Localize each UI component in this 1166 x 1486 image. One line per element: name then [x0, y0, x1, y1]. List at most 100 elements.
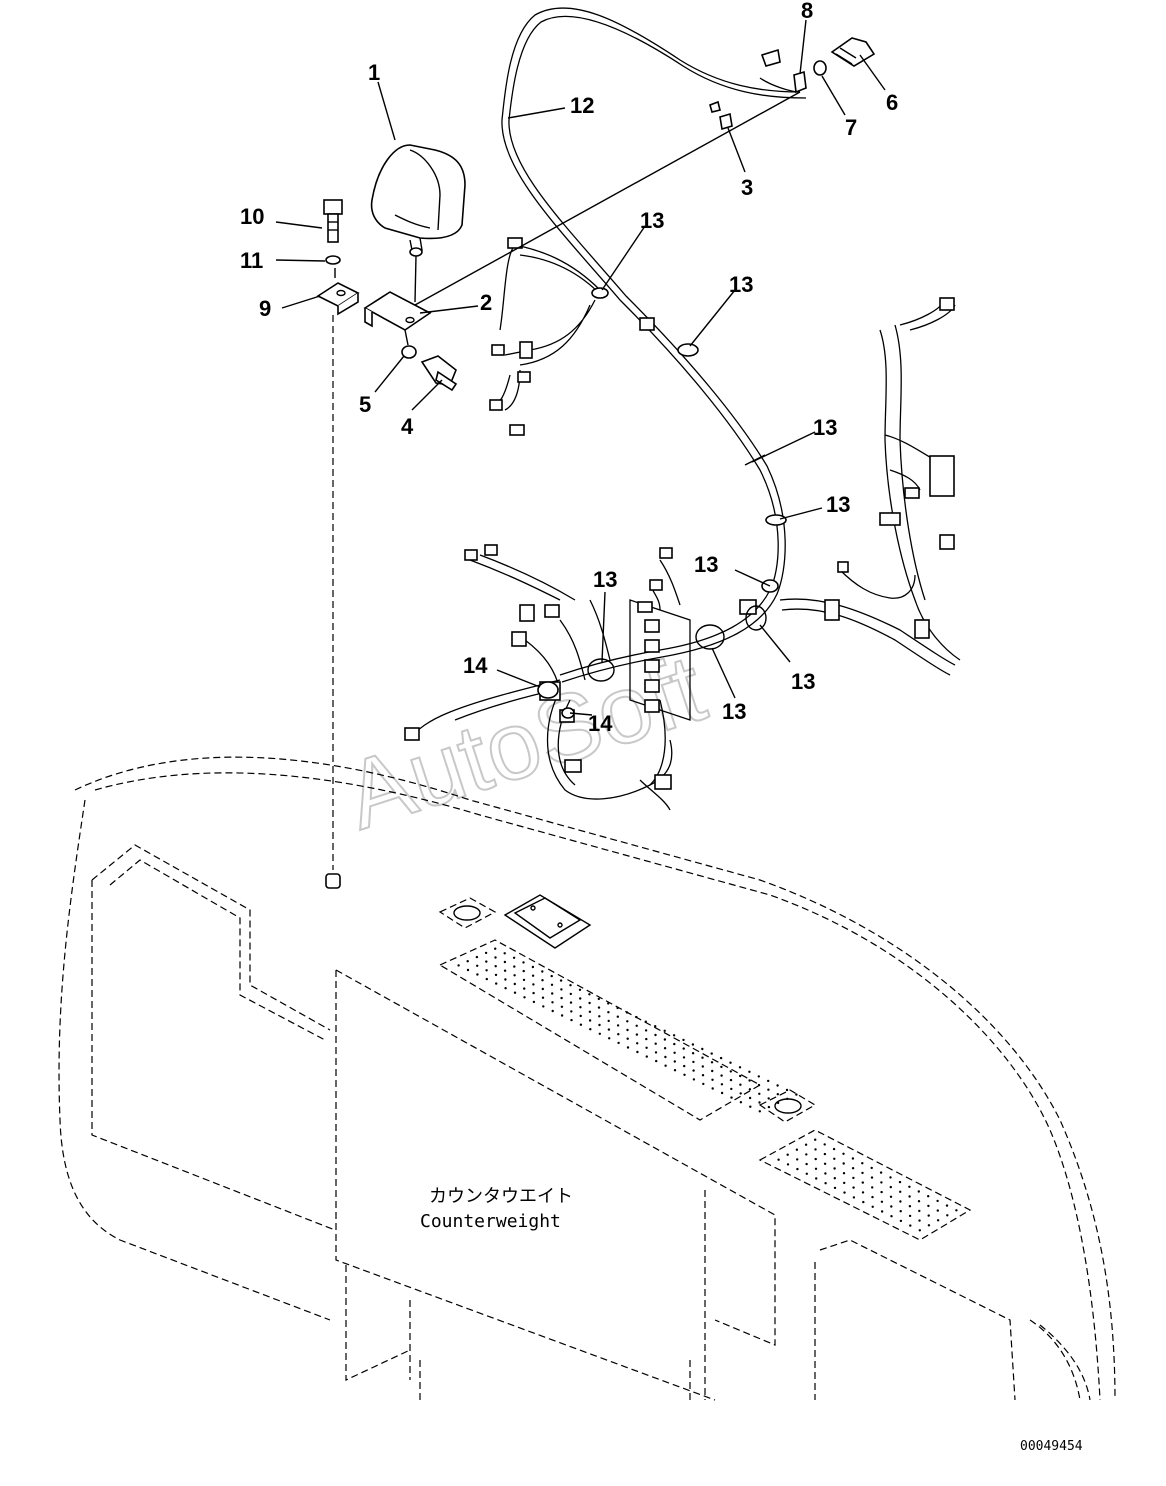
grating-dot — [579, 1014, 582, 1018]
grating-dot — [551, 1009, 554, 1013]
grating-dot — [682, 1038, 685, 1042]
grating-dot — [785, 1088, 789, 1092]
grating-dot — [673, 1042, 676, 1046]
grating-dot — [495, 982, 498, 985]
grating-dot — [899, 1190, 902, 1194]
grating-dot — [851, 1157, 855, 1160]
grating-dot — [654, 1025, 657, 1028]
grating-dot — [494, 965, 497, 968]
grating-dot — [532, 1000, 536, 1004]
grating-dot — [880, 1200, 884, 1204]
grating-dot — [814, 1157, 817, 1161]
grating-dot — [589, 1028, 592, 1031]
grating-dot — [550, 983, 554, 986]
label-12: 12 — [570, 93, 594, 118]
grating-dot — [871, 1186, 874, 1189]
grating-dot — [711, 1078, 714, 1082]
grating-dot — [513, 974, 516, 977]
grating-dot — [523, 996, 526, 999]
grating-dot — [890, 1205, 893, 1208]
grating-dot — [504, 978, 507, 981]
grating-dot — [531, 974, 535, 977]
grating-dot — [927, 1214, 930, 1217]
grating-dot — [898, 1180, 902, 1184]
grating-dot — [805, 1172, 808, 1176]
grating-dot — [908, 1195, 911, 1198]
grating-dot — [861, 1181, 864, 1184]
grating-dot — [607, 1028, 611, 1031]
grating-dot — [833, 1157, 836, 1161]
grating-dot — [720, 1083, 724, 1086]
grating-dot — [758, 1092, 761, 1096]
grating-dot — [597, 997, 600, 1001]
grating-dot — [692, 1078, 696, 1081]
grating-dot — [730, 1087, 733, 1091]
grating-dot — [588, 1001, 591, 1005]
grating-dot — [936, 1199, 939, 1203]
grating-dot — [617, 1033, 620, 1036]
grating-dot — [560, 1005, 564, 1008]
grating-dot — [607, 1002, 610, 1005]
grating-dot — [729, 1078, 733, 1082]
grating-dot — [663, 1029, 666, 1033]
grating-dot — [570, 1018, 573, 1022]
label-1: 1 — [368, 60, 380, 85]
grating-dot — [758, 1110, 761, 1113]
grating-dot — [955, 1209, 958, 1212]
grating-dot — [682, 1056, 686, 1059]
grating-dot — [852, 1196, 856, 1199]
grating-dot — [739, 1092, 742, 1095]
grating-dot — [503, 952, 506, 955]
grating-dot — [805, 1162, 808, 1166]
grating-dot — [748, 1088, 752, 1091]
grating-dot — [541, 987, 544, 991]
label-9: 9 — [259, 296, 271, 321]
grating-dot — [663, 1047, 667, 1050]
grating-dot — [720, 1091, 724, 1095]
label-5: 5 — [359, 392, 371, 417]
grating-dot — [852, 1186, 855, 1189]
grating-dot — [908, 1214, 912, 1218]
grating-dot — [485, 977, 488, 981]
grating-dot — [579, 1006, 582, 1009]
grating-dot — [851, 1167, 855, 1170]
label-13-f: 13 — [593, 567, 617, 592]
label-14-a: 14 — [463, 653, 488, 678]
grating-dot — [936, 1219, 940, 1222]
grating-dot — [890, 1215, 893, 1218]
grating-dot — [795, 1093, 798, 1096]
grating-dot — [494, 956, 497, 959]
grating-dot — [880, 1181, 883, 1184]
grating-dot — [551, 992, 554, 995]
label-13-d: 13 — [826, 492, 850, 517]
grating-dot — [541, 979, 544, 982]
grating-dot — [748, 1070, 751, 1074]
fasteners — [323, 37, 876, 889]
grating-dot — [833, 1177, 836, 1180]
grating-dot — [757, 1083, 761, 1087]
grating-dot — [843, 1181, 846, 1185]
grating-dot — [842, 1162, 845, 1165]
grating-dot — [550, 974, 553, 978]
grating-dot — [541, 996, 545, 999]
grating-dot — [720, 1074, 723, 1077]
grating-dot — [626, 1046, 630, 1049]
grating-dot — [729, 1061, 732, 1064]
grating-dot — [551, 1001, 554, 1004]
grating-dot — [889, 1176, 892, 1179]
grating-dot — [757, 1075, 760, 1078]
grating-dot — [739, 1074, 742, 1078]
grating-dot — [532, 983, 535, 986]
grating-dot — [626, 1037, 629, 1040]
grating-dot — [842, 1152, 845, 1156]
grating-dot — [899, 1219, 903, 1223]
clamps — [537, 287, 787, 719]
grating-dot — [626, 1020, 629, 1023]
grating-dot — [777, 1158, 780, 1161]
grating-dot — [512, 956, 516, 959]
grating-dot — [579, 997, 582, 1000]
grating-dot — [542, 1005, 545, 1008]
grating-dot — [871, 1205, 874, 1209]
grating-dot — [795, 1148, 799, 1151]
label-4: 4 — [401, 414, 414, 439]
